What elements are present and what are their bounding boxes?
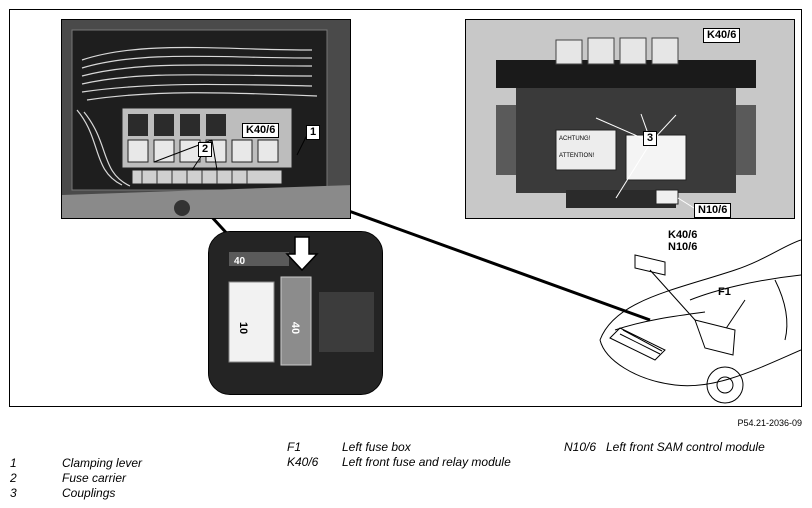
label-1: 1: [306, 125, 321, 140]
module-photo: ACHTUNG! ATTENTION! K40/6 3 N10/6: [465, 19, 795, 219]
figure-reference-code: P54.21-2036-09: [737, 418, 802, 428]
label-k40-6: K40/6: [242, 123, 280, 138]
car-label-n10-6: N10/6: [668, 241, 698, 253]
fuse-box-drawing: [62, 20, 350, 218]
fuse-value-right: 40: [289, 321, 302, 335]
fuse-value-top: 40: [234, 256, 246, 267]
fuse-value-left: 10: [237, 321, 250, 335]
module-label-3: 3: [643, 131, 658, 146]
fuse-zoom-drawing: [209, 232, 382, 394]
car-label-f1: F1: [718, 286, 731, 298]
module-label-n10-6: N10/6: [694, 203, 732, 218]
car-illustration: [599, 239, 801, 404]
module-sticker-attention: ATTENTION!: [559, 153, 595, 159]
module-drawing: [466, 20, 794, 218]
module-sticker-warning: ACHTUNG!: [559, 136, 591, 142]
car-label-k40-6: K40/6: [668, 229, 698, 241]
figure-frame: K40/6 2 1 ACHTUNG! ATTENTION! K: [9, 9, 802, 407]
fuse-box-photo: K40/6 2 1: [61, 19, 351, 219]
module-label-k40-6: K40/6: [703, 28, 741, 43]
fuse-zoom-photo: 40 10 40: [208, 231, 383, 395]
label-2: 2: [198, 142, 213, 157]
